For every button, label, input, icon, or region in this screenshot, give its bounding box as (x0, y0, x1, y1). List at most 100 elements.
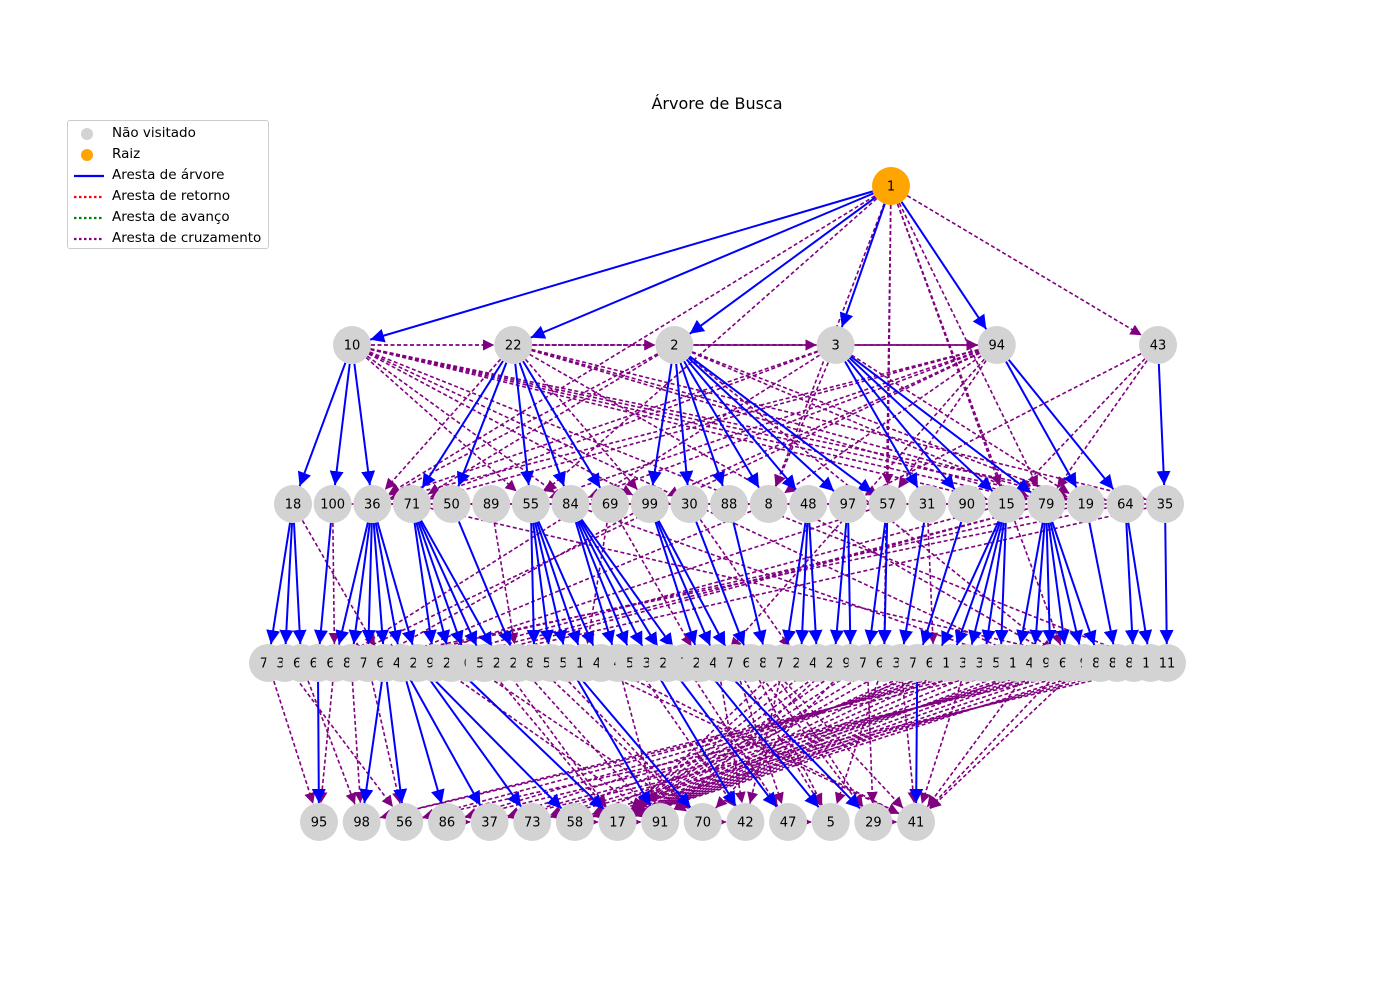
cross-edge (464, 667, 966, 819)
legend-item: Aresta de árvore (68, 166, 268, 186)
node-circle (511, 485, 550, 523)
tree-edge (576, 678, 652, 807)
cross-edge (634, 669, 967, 816)
graph-node: 69 (591, 485, 630, 523)
node-circle (872, 167, 910, 205)
tree-edge (266, 522, 292, 645)
node-label: 84 (562, 498, 579, 513)
cross-edge (919, 680, 963, 805)
node-circle (811, 803, 850, 841)
graph-node: 89 (472, 485, 511, 523)
tree-edge (909, 681, 924, 804)
node-label: 50 (443, 498, 460, 513)
cross-edge (631, 674, 804, 811)
graph-node: 43 (1139, 326, 1177, 364)
cross-edge (465, 666, 1083, 821)
cross-edge (864, 352, 1142, 497)
tree-edge (514, 363, 535, 486)
cross-edge (739, 680, 784, 805)
legend-label: Aresta de árvore (112, 167, 225, 183)
node-circle (1148, 644, 1186, 682)
legend-item: Aresta de cruzamento (68, 229, 268, 249)
graph-node: 90 (947, 485, 986, 523)
node-circle (1066, 485, 1105, 523)
root-node: 1 (872, 167, 910, 205)
tree-edge (678, 677, 778, 808)
graph-node: 19 (1066, 485, 1105, 523)
tree-edge (782, 522, 807, 645)
node-circle (472, 485, 511, 523)
cross-edge (583, 522, 608, 645)
node-label: 8 (764, 498, 772, 513)
tree-edge (530, 192, 874, 339)
cross-edge (866, 681, 878, 804)
tree-edge (687, 357, 835, 492)
node-label: 70 (695, 816, 712, 831)
node-circle (555, 803, 594, 841)
node-circle (670, 485, 709, 523)
graph-node: 88 (710, 485, 748, 523)
graph-node: 57 (868, 485, 907, 523)
cross-edge (422, 666, 1099, 821)
cross-edge (384, 358, 502, 491)
tree-edge (732, 522, 767, 645)
graph-node: 86 (427, 803, 466, 841)
tree-edge (314, 522, 332, 645)
cross-edge (673, 675, 821, 810)
tree-edge (579, 519, 659, 648)
cross-edge (634, 669, 984, 816)
legend-item: Raiz (68, 145, 268, 165)
cross-edge (634, 669, 1000, 817)
tree-edge (877, 522, 892, 645)
cross-edge (761, 677, 863, 808)
tree-edge (578, 520, 644, 647)
cross-edge (507, 667, 1066, 820)
node-label: 89 (483, 498, 500, 513)
tree-edge (457, 521, 512, 646)
node-label: 35 (1157, 498, 1174, 513)
graph-node: 18 (274, 485, 312, 523)
cross-edge (618, 520, 693, 647)
node-circle (494, 326, 533, 364)
legend-item: Aresta de avanço (68, 208, 268, 228)
cross-edge (601, 670, 900, 815)
tree-edge (292, 522, 307, 645)
tree-edge (864, 522, 887, 645)
cross-edge (926, 677, 1024, 808)
node-label: 57 (879, 498, 896, 513)
cross-edge (635, 668, 1033, 817)
tree-edge (900, 201, 988, 330)
cross-edge (449, 673, 646, 812)
node-label: 86 (439, 816, 456, 831)
graph-node: 84 (551, 485, 590, 523)
tree-edge (994, 522, 1009, 645)
tree-edge (574, 521, 615, 646)
tree-edge (329, 363, 351, 486)
graph-node: 22 (494, 326, 533, 364)
graph-node: 2 (655, 326, 694, 364)
cross-edge (588, 509, 1000, 659)
legend-label: Aresta de retorno (112, 188, 231, 204)
graph-node: 10 (333, 326, 371, 364)
cross-edge (1018, 358, 1146, 491)
legend-label: Aresta de cruzamento (112, 230, 262, 246)
graph-node: 94 (977, 326, 1016, 364)
graph-node: 30 (670, 485, 709, 523)
cross-edge (386, 507, 1068, 662)
node-label: 10 (344, 339, 361, 354)
tree-edge (1005, 361, 1078, 488)
cross-edge (633, 672, 852, 813)
legend-item: Não visitado (68, 124, 268, 144)
tree-edge (968, 522, 1003, 645)
node-label: 91 (652, 816, 669, 831)
tree-edge (537, 520, 595, 647)
cross-edge (365, 357, 518, 492)
tree-edge (829, 522, 848, 645)
node-label: 42 (737, 816, 754, 831)
cross-edge (531, 349, 1068, 502)
legend-marker-icon (81, 128, 93, 140)
cross-edge (370, 348, 1028, 503)
tree-edges-group (266, 190, 1174, 810)
node-label: 37 (481, 816, 498, 831)
